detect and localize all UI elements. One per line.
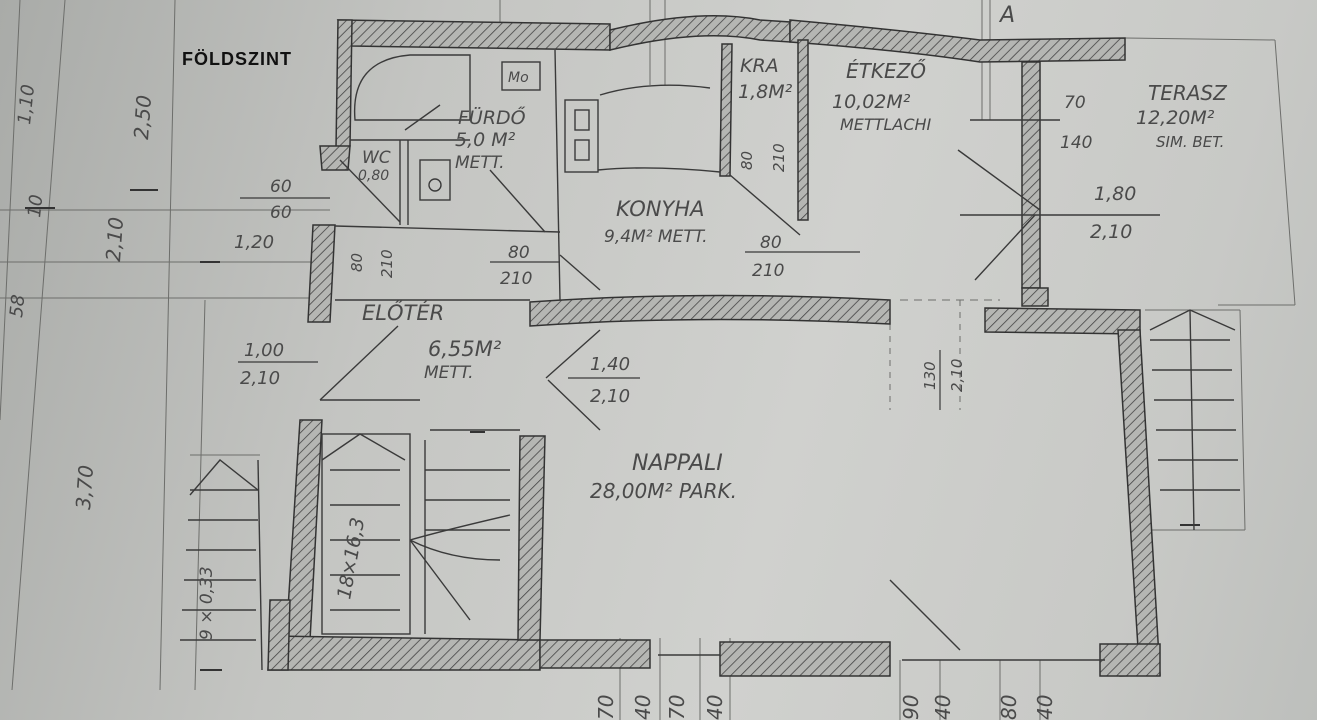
room-name-wc: WC (362, 148, 391, 168)
room-area-etkezo: 10,02M² (832, 91, 911, 113)
wall-east (1117, 329, 1161, 677)
wall-west-mid (307, 224, 336, 323)
wall-kra-west (719, 43, 733, 177)
opening-kra-b: 210 (770, 143, 788, 172)
room-area-kra: 1,8M² (738, 81, 793, 103)
wall-west-upper (335, 19, 353, 149)
room-area-wc: 0,80 (358, 168, 389, 184)
room-name-nappali: NAPPALI (632, 451, 723, 476)
room-floor-eloter: METT. (424, 363, 474, 383)
appliance-label: Mo (508, 70, 529, 86)
dim-bottom-5: 40 (931, 695, 955, 720)
dim-bottom-7: 40 (1033, 695, 1057, 720)
wall-kra-east (797, 39, 809, 221)
opening-60-top: 60 (270, 177, 292, 197)
stair-ext-label: 9 × 0,33 (197, 566, 217, 640)
dim-bottom-3: 40 (703, 695, 727, 720)
room-name-furdo: FÜRDŐ (458, 105, 526, 129)
dim-left-3: 2,10 (101, 216, 128, 262)
room-floor-terasz: SIM. BET. (1156, 133, 1224, 151)
dim-left-4: 58 (6, 294, 29, 319)
opening-furdo-top: 80 (508, 243, 530, 263)
opening-70-bottom: 140 (1060, 133, 1092, 153)
room-name-eloter: ELŐTÉR (362, 300, 444, 325)
dim-left-1: 10 (24, 194, 47, 219)
opening-120: 1,20 (234, 232, 274, 253)
room-floor-furdo: METT. (455, 153, 505, 173)
opening-furdo-bottom: 210 (500, 269, 532, 289)
opening-konyha-bottom: 210 (752, 261, 784, 281)
wall-bottom-mid (539, 639, 651, 669)
room-area-furdo: 5,0 M² (455, 129, 516, 151)
opening-wc-a: 80 (348, 253, 366, 272)
dim-left-5: 3,70 (71, 464, 98, 510)
wall-top-west (336, 19, 611, 51)
opening-eloter-bottom: 2,10 (240, 368, 280, 389)
plan-title: FÖLDSZINT (182, 49, 292, 69)
opening-nappali-bottom: 2,10 (590, 386, 630, 407)
room-area-eloter: 6,55M² (428, 337, 502, 361)
opening-labels: 60 60 1,20 80 210 80 210 80 210 80 210 7… (234, 93, 1136, 410)
opening-nappali-top: 1,40 (590, 354, 630, 375)
opening-70-top: 70 (1064, 93, 1086, 113)
wall-top-east (789, 19, 1126, 63)
wall-bottom-corner (1099, 643, 1161, 677)
dim-bottom-6: 80 (997, 695, 1021, 720)
wall-top-mid (609, 15, 791, 51)
opening-130-b: 2,10 (948, 359, 966, 392)
opening-130-a: 130 (921, 361, 939, 390)
wall-bottom-east (719, 641, 891, 677)
opening-konyha-top: 80 (760, 233, 782, 253)
dim-bottom-0: 70 (594, 695, 618, 720)
wall-bottom-west (267, 635, 541, 671)
dim-left-2: 2,50 (129, 94, 156, 140)
room-labels: FÜRDŐ 5,0 M² METT. WC 0,80 KRA 1,8M² ÉTK… (358, 55, 1228, 503)
room-name-etkezo: ÉTKEZŐ (846, 59, 926, 83)
room-floor-etkezo: METTLACHI (840, 115, 932, 134)
dim-bottom-2: 70 (665, 695, 689, 720)
room-name-konyha: KONYHA (616, 197, 704, 221)
wall-terasz-stub (1021, 287, 1049, 307)
dimension-ticks (25, 189, 1200, 671)
opening-terasz-top: 1,80 (1094, 183, 1136, 205)
left-dimensions: 1,10 10 2,50 2,10 58 3,70 (6, 83, 156, 510)
room-name-terasz: TERASZ (1148, 81, 1228, 105)
opening-eloter-top: 1,00 (244, 340, 284, 361)
partitions (180, 49, 1240, 671)
room-area-nappali: 28,00M² PARK. (590, 479, 737, 503)
wall-west-step (319, 145, 351, 171)
wall-east-top (984, 307, 1141, 335)
opening-60-bottom: 60 (270, 203, 292, 223)
section-marker: A (998, 3, 1015, 28)
opening-kra-a: 80 (738, 151, 756, 170)
dim-bottom-4: 90 (899, 695, 923, 720)
bottom-dimensions: 70 40 70 40 90 40 80 40 (594, 695, 1057, 720)
wall-middle (529, 294, 891, 327)
wall-etkezo-terasz (1021, 61, 1041, 289)
opening-wc-b: 210 (378, 249, 396, 278)
walls (267, 15, 1161, 677)
wall-west-lower (285, 419, 323, 641)
dim-bottom-1: 40 (631, 695, 655, 720)
wall-west-bottom-corner (267, 599, 291, 671)
stair-label: 18×16,3 (333, 516, 369, 601)
opening-terasz-bottom: 2,10 (1090, 221, 1132, 243)
wall-nappali-west (517, 435, 546, 641)
dim-left-0: 1,10 (14, 83, 39, 125)
room-area-konyha: 9,4M² METT. (604, 227, 708, 247)
room-area-terasz: 12,20M² (1136, 107, 1215, 129)
room-name-kra: KRA (740, 55, 779, 77)
